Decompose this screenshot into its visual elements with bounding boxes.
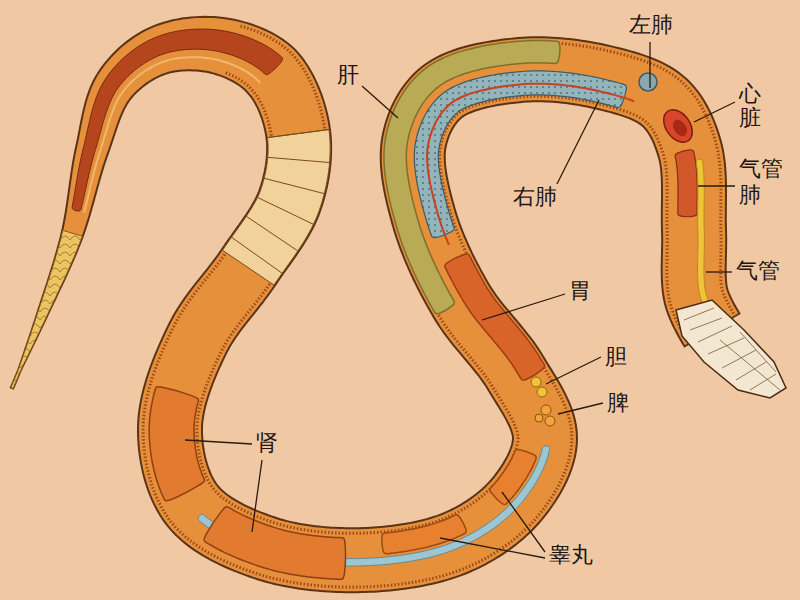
head-scales	[720, 332, 780, 390]
scute-line	[246, 216, 298, 251]
leader-line	[706, 271, 732, 272]
leader-line	[694, 102, 735, 122]
trachea-shape	[696, 159, 714, 317]
leader-lines	[185, 42, 735, 558]
body-outline	[11, 17, 740, 592]
label-anchor: 胆	[604, 344, 628, 370]
leader-line	[482, 294, 565, 320]
leader-line	[502, 492, 545, 552]
label-anchor: 胃	[568, 278, 592, 304]
organ-label: 胃	[568, 278, 592, 304]
label-anchor: 气管 肺	[738, 156, 788, 209]
tail-stripe	[72, 29, 282, 211]
leader-line	[362, 86, 398, 118]
leader-line	[556, 100, 599, 186]
snake-body	[11, 17, 740, 592]
label-anchor: 脾	[606, 390, 630, 416]
spleen-shape	[545, 416, 555, 426]
scute-line	[232, 237, 283, 273]
spleen-shape	[541, 405, 551, 415]
organ-label: 气管	[735, 258, 781, 284]
label-anchor: 气管	[735, 258, 781, 284]
tail-scales	[11, 230, 82, 388]
organ-label: 心脏	[738, 82, 762, 130]
head-scales	[684, 308, 776, 390]
leader-line	[698, 185, 735, 186]
leader-line	[252, 460, 262, 532]
testis-shape	[490, 450, 537, 505]
label-anchor: 睾丸	[548, 542, 594, 568]
organ-label: 右肺	[512, 184, 558, 210]
organ-label: 脾	[606, 390, 630, 416]
organ-label: 气管 肺	[738, 156, 788, 209]
kidney-shape	[149, 387, 204, 501]
stomach-shape	[445, 254, 545, 380]
label-anchor: 肝	[336, 62, 360, 88]
label-anchor: 左肺	[628, 12, 674, 38]
leader-line	[546, 357, 601, 384]
scute-line	[268, 157, 330, 162]
right-lung-shape	[414, 71, 626, 238]
tracheal-lung-shape	[675, 150, 697, 217]
spleen-shape	[535, 414, 543, 422]
kidney-shape	[204, 506, 345, 579]
left-lung-shape	[639, 73, 657, 91]
gall-shape	[537, 387, 547, 397]
organ-label: 胆	[604, 344, 628, 370]
leader-line	[440, 538, 545, 558]
testis-shape	[382, 515, 466, 554]
leader-line	[649, 42, 650, 88]
label-anchor: 心脏	[738, 82, 762, 130]
scute-line	[267, 130, 329, 138]
heart-chamber	[670, 117, 690, 139]
tail-line	[84, 57, 260, 213]
snake-head	[676, 300, 786, 398]
organ-label: 左肺	[628, 12, 674, 38]
organ-label: 肝	[336, 62, 360, 88]
gall-shape	[531, 377, 541, 387]
scute-line	[257, 197, 313, 224]
organ-label: 肾	[255, 430, 279, 456]
leader-line	[558, 403, 603, 414]
heart-shape	[658, 104, 698, 147]
label-anchor: 右肺	[512, 184, 558, 210]
scute-line	[264, 178, 324, 193]
body-muscle	[197, 26, 735, 533]
organ-label: 睾丸	[548, 542, 594, 568]
vessel-line	[427, 84, 634, 245]
ventral-scutes	[223, 130, 331, 286]
label-anchor: 肾	[255, 430, 279, 456]
leader-line	[185, 440, 252, 444]
